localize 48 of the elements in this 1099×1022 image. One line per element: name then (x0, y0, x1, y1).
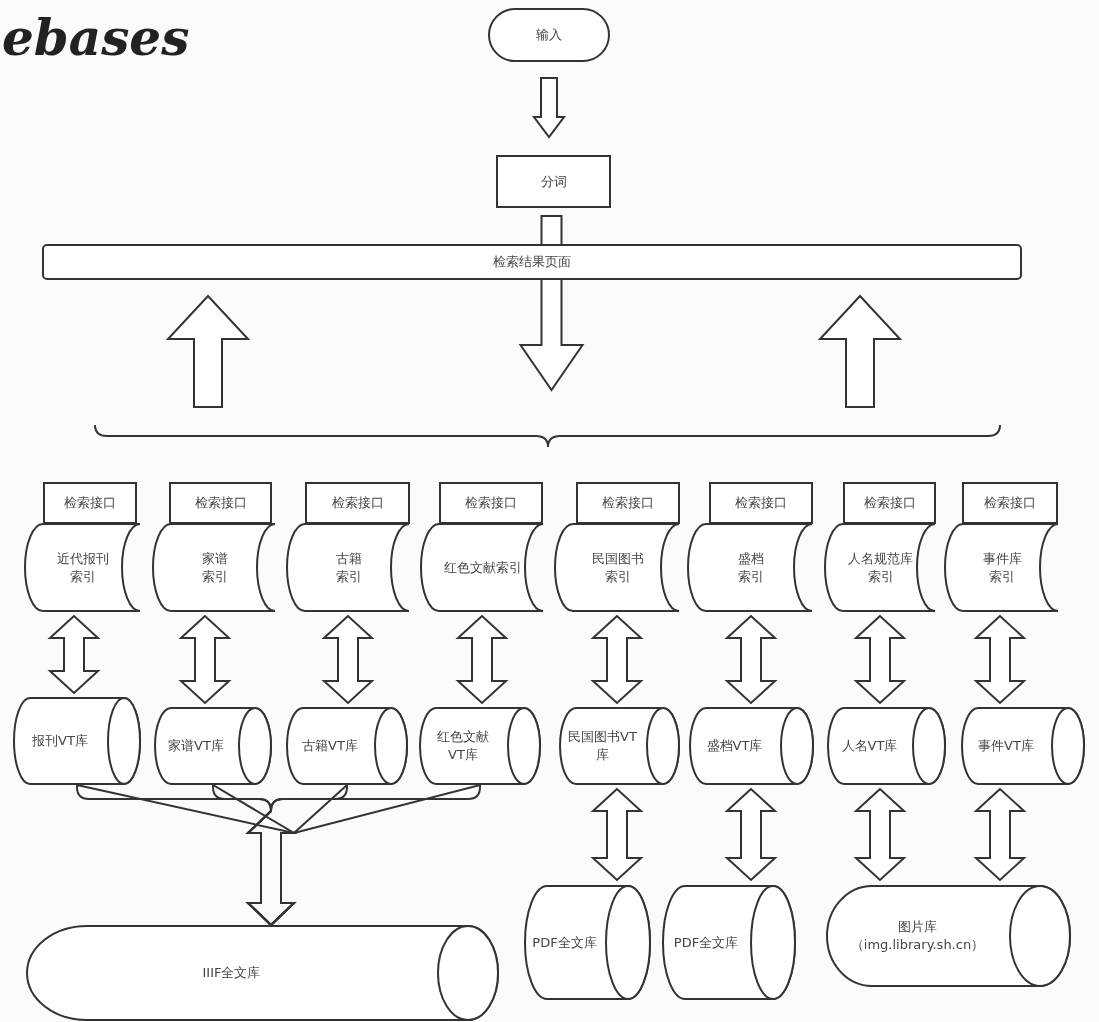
interface-tab: 检索接口 (305, 482, 410, 524)
interface-tab: 检索接口 (169, 482, 272, 524)
block-arrow (853, 614, 907, 705)
database-cylinder: 民国图书VT库 (560, 707, 679, 785)
interface-tab: 检索接口 (709, 482, 813, 524)
database-cylinder: 人名VT库 (828, 707, 945, 785)
database-cylinder: PDF全文库 (525, 885, 650, 1000)
block-arrow (973, 614, 1027, 705)
block-arrow (590, 614, 644, 705)
index-storage-shape: 家谱索引 (153, 523, 276, 612)
database-cylinder: 盛档VT库 (690, 707, 813, 785)
block-arrow (853, 787, 907, 882)
block-arrow (165, 294, 251, 408)
terminal-box: 输入 (488, 8, 610, 62)
database-cylinder: 古籍VT库 (287, 707, 407, 785)
title-fragment: ebases (2, 8, 190, 67)
brace-arrow (247, 784, 481, 926)
database-cylinder: 家谱VT库 (155, 707, 271, 785)
index-storage-shape: 古籍索引 (287, 523, 410, 612)
database-cylinder: 红色文献VT库 (420, 707, 540, 785)
interface-tab: 检索接口 (439, 482, 543, 524)
block-arrow (321, 614, 375, 705)
database-cylinder: IIIF全文库 (27, 925, 498, 1021)
block-arrow (724, 787, 778, 882)
block-arrow (590, 787, 644, 882)
database-cylinder: 图片库（img.library.sh.cn） (827, 885, 1070, 987)
block-arrow (817, 294, 903, 408)
block-arrow (532, 77, 566, 139)
database-cylinder: 报刊VT库 (14, 697, 140, 785)
results-page-bar: 检索结果页面 (42, 244, 1022, 280)
index-storage-shape: 民国图书索引 (555, 523, 680, 612)
block-arrow (178, 614, 232, 705)
interface-tab: 检索接口 (576, 482, 680, 524)
block-arrow (724, 614, 778, 705)
database-cylinder: 事件VT库 (962, 707, 1084, 785)
index-storage-shape: 近代报刊索引 (25, 523, 141, 612)
block-arrow (455, 614, 509, 705)
index-storage-shape: 事件库索引 (945, 523, 1059, 612)
block-arrow (47, 614, 101, 695)
index-storage-shape: 人名规范库索引 (825, 523, 936, 612)
process-box: 分词 (496, 155, 611, 208)
index-storage-shape: 红色文献索引 (421, 523, 544, 612)
database-cylinder: PDF全文库 (663, 885, 795, 1000)
block-arrow (973, 787, 1027, 882)
index-storage-shape: 盛档索引 (688, 523, 813, 612)
interface-tab: 检索接口 (843, 482, 936, 524)
interface-tab: 检索接口 (962, 482, 1058, 524)
interface-tab: 检索接口 (43, 482, 137, 524)
